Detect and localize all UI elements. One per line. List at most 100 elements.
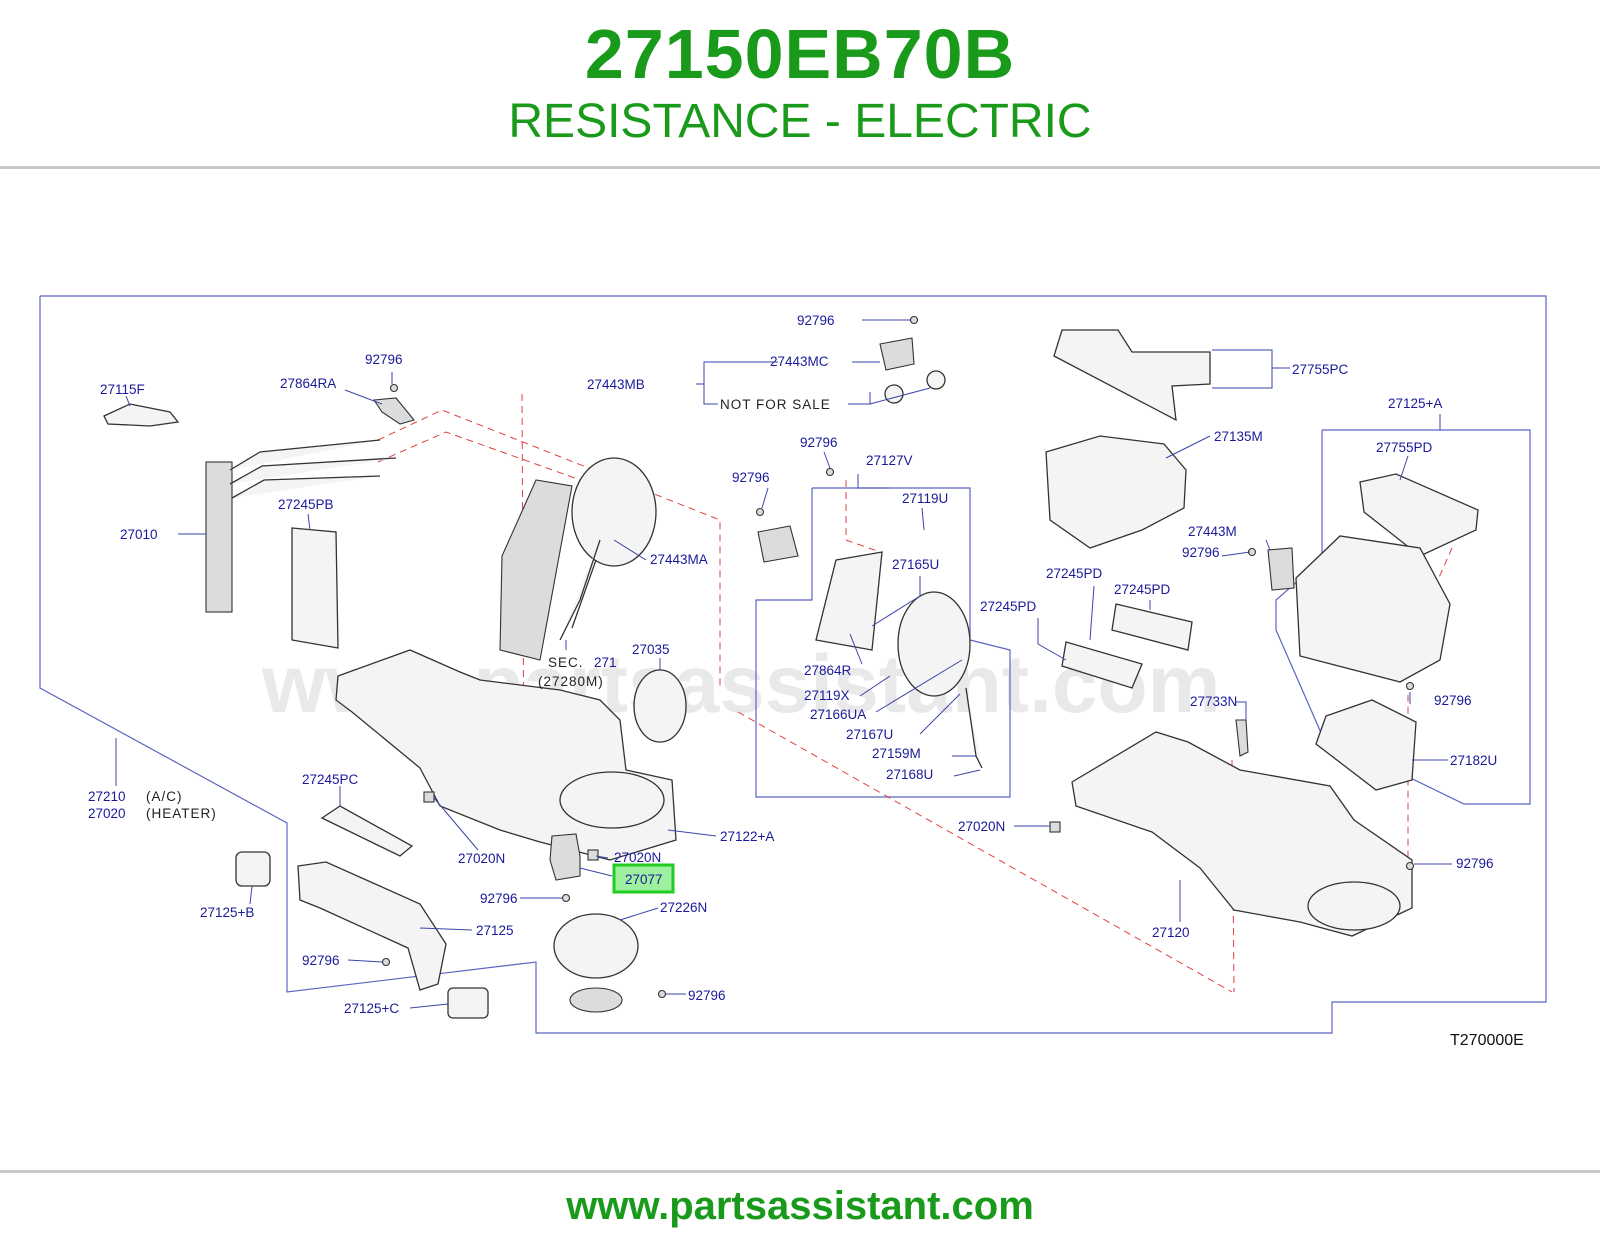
gasket-27755pc	[1053, 329, 1211, 422]
resistor-27077	[549, 833, 581, 881]
sec-note-label: SEC.	[548, 655, 584, 670]
blower-actuator-frame	[755, 487, 1011, 798]
hvac-unit-27120	[1071, 731, 1413, 937]
callout-27122a[interactable]: 27122+A	[720, 829, 774, 844]
callout-27166ua[interactable]: 27166UA	[810, 707, 866, 722]
heater-pipes	[229, 439, 397, 499]
callout-27443ma[interactable]: 27443MA	[650, 552, 708, 567]
callout-27864ra[interactable]: 27864RA	[280, 376, 336, 391]
sec-note-partial[interactable]: 271	[594, 655, 617, 670]
callout-27245pd-c[interactable]: 27245PD	[980, 599, 1037, 614]
diagram-reference-code: T270000E	[1450, 1032, 1524, 1049]
clip-27020n-right	[1049, 821, 1061, 833]
callout-27443mb[interactable]: 27443MB	[587, 377, 645, 392]
callout-92796-h[interactable]: 92796	[1456, 856, 1494, 871]
callout-27165u[interactable]: 27165U	[892, 557, 939, 572]
callout-92796-i[interactable]: 92796	[302, 953, 340, 968]
evaporator-pipes	[559, 539, 601, 641]
blower-motor-base	[569, 987, 623, 1013]
callout-27443mc[interactable]: 27443MC	[770, 354, 829, 369]
bracket-27115f	[103, 403, 180, 427]
seal-27755pd	[1359, 473, 1479, 557]
callout-27020[interactable]: 27020	[88, 806, 126, 821]
fan-wheel-27165u	[897, 591, 971, 697]
callout-27167u[interactable]: 27167U	[846, 727, 893, 742]
actuator-27443mc	[879, 337, 915, 371]
clip-27864ra	[373, 397, 415, 425]
callout-92796-c[interactable]: 92796	[800, 435, 838, 450]
clip-27020n-mid	[587, 849, 599, 861]
callout-92796-f[interactable]: 92796	[1434, 693, 1472, 708]
callout-27755pc[interactable]: 27755PC	[1292, 362, 1349, 377]
callout-92796-a[interactable]: 92796	[797, 313, 835, 328]
blower-motor-27226n	[553, 913, 639, 979]
callout-27245pd-b[interactable]: 27245PD	[1114, 582, 1171, 597]
callout-27020n-b[interactable]: 27020N	[958, 819, 1005, 834]
note-heater: (HEATER)	[146, 806, 217, 821]
screws	[381, 315, 1415, 999]
fan-plate-27864r	[815, 551, 883, 651]
callout-27226n[interactable]: 27226N	[660, 900, 707, 915]
callout-27125b[interactable]: 27125+B	[200, 905, 254, 920]
part-description: RESISTANCE - ELECTRIC	[508, 95, 1092, 148]
callout-27210[interactable]: 27210	[88, 789, 126, 804]
actuator-27443ma	[757, 525, 799, 563]
callout-27755pd[interactable]: 27755PD	[1376, 440, 1433, 455]
callout-27125c[interactable]: 27125+C	[344, 1001, 399, 1016]
blower-opening-27120	[1307, 881, 1401, 931]
callout-27020n-a[interactable]: 27020N	[458, 851, 505, 866]
actuator-gear	[884, 384, 904, 404]
actuator-lever	[926, 370, 946, 390]
scroll-27182u	[1315, 699, 1417, 791]
callout-92796-g[interactable]: 92796	[480, 891, 518, 906]
callout-92796-d[interactable]: 92796	[732, 470, 770, 485]
door-27245pd-b	[1111, 603, 1193, 651]
door-27245pb	[291, 527, 339, 649]
highlighted-callout-box[interactable]	[612, 863, 675, 894]
leader-lines	[115, 319, 1452, 1009]
door-27245pc	[320, 805, 414, 857]
footer-url[interactable]: www.partsassistant.com	[566, 1184, 1034, 1228]
assembly-line-4	[737, 711, 1233, 993]
part-number-title: 27150EB70B	[584, 15, 1016, 93]
callout-92796-e[interactable]: 92796	[1182, 545, 1220, 560]
assembly-line-2	[377, 431, 615, 493]
callout-27119x[interactable]: 27119X	[804, 688, 850, 703]
callout-27245pb[interactable]: 27245PB	[278, 497, 334, 512]
callout-27035[interactable]: 27035	[632, 642, 670, 657]
callout-27077-highlighted[interactable]: 27077	[625, 872, 663, 887]
callout-27159m[interactable]: 27159M	[872, 746, 921, 761]
callout-27168u[interactable]: 27168U	[886, 767, 933, 782]
callout-92796-j[interactable]: 92796	[688, 988, 726, 1003]
case-27135m	[1045, 435, 1187, 549]
grille-27125b	[235, 851, 271, 887]
callout-27135m[interactable]: 27135M	[1214, 429, 1263, 444]
callout-27125a[interactable]: 27125+A	[1388, 396, 1442, 411]
expansion-valve-housing	[571, 457, 657, 567]
not-for-sale-note: NOT FOR SALE	[720, 397, 831, 412]
callout-27443m[interactable]: 27443M	[1188, 524, 1237, 539]
callout-27119u[interactable]: 27119U	[902, 491, 948, 506]
callout-27115f[interactable]: 27115F	[100, 382, 145, 397]
blower-case-right	[1295, 535, 1451, 683]
duct-27125	[297, 861, 447, 991]
callout-27010[interactable]: 27010	[120, 527, 158, 542]
assembly-line-6	[845, 480, 881, 553]
callout-27245pd-a[interactable]: 27245PD	[1046, 566, 1103, 581]
note-ac: (A/C)	[146, 789, 183, 804]
clip-27020n-left	[423, 791, 435, 803]
callout-27245pc[interactable]: 27245PC	[302, 772, 359, 787]
callout-27182u[interactable]: 27182U	[1450, 753, 1497, 768]
filter-27035	[633, 669, 687, 743]
grille-27125c	[447, 987, 489, 1019]
callout-27020n-c[interactable]: 27020N	[614, 850, 661, 865]
callout-27120[interactable]: 27120	[1152, 925, 1190, 940]
outer-frame	[39, 295, 1547, 1034]
sec-note-reference: (27280M)	[538, 674, 604, 689]
callout-27125[interactable]: 27125	[476, 923, 514, 938]
callout-27864r[interactable]: 27864R	[804, 663, 852, 678]
callout-92796-b[interactable]: 92796	[365, 352, 403, 367]
callout-27733n[interactable]: 27733N	[1190, 694, 1237, 709]
callout-27127v[interactable]: 27127V	[866, 453, 913, 468]
actuator-27443m	[1267, 547, 1295, 591]
